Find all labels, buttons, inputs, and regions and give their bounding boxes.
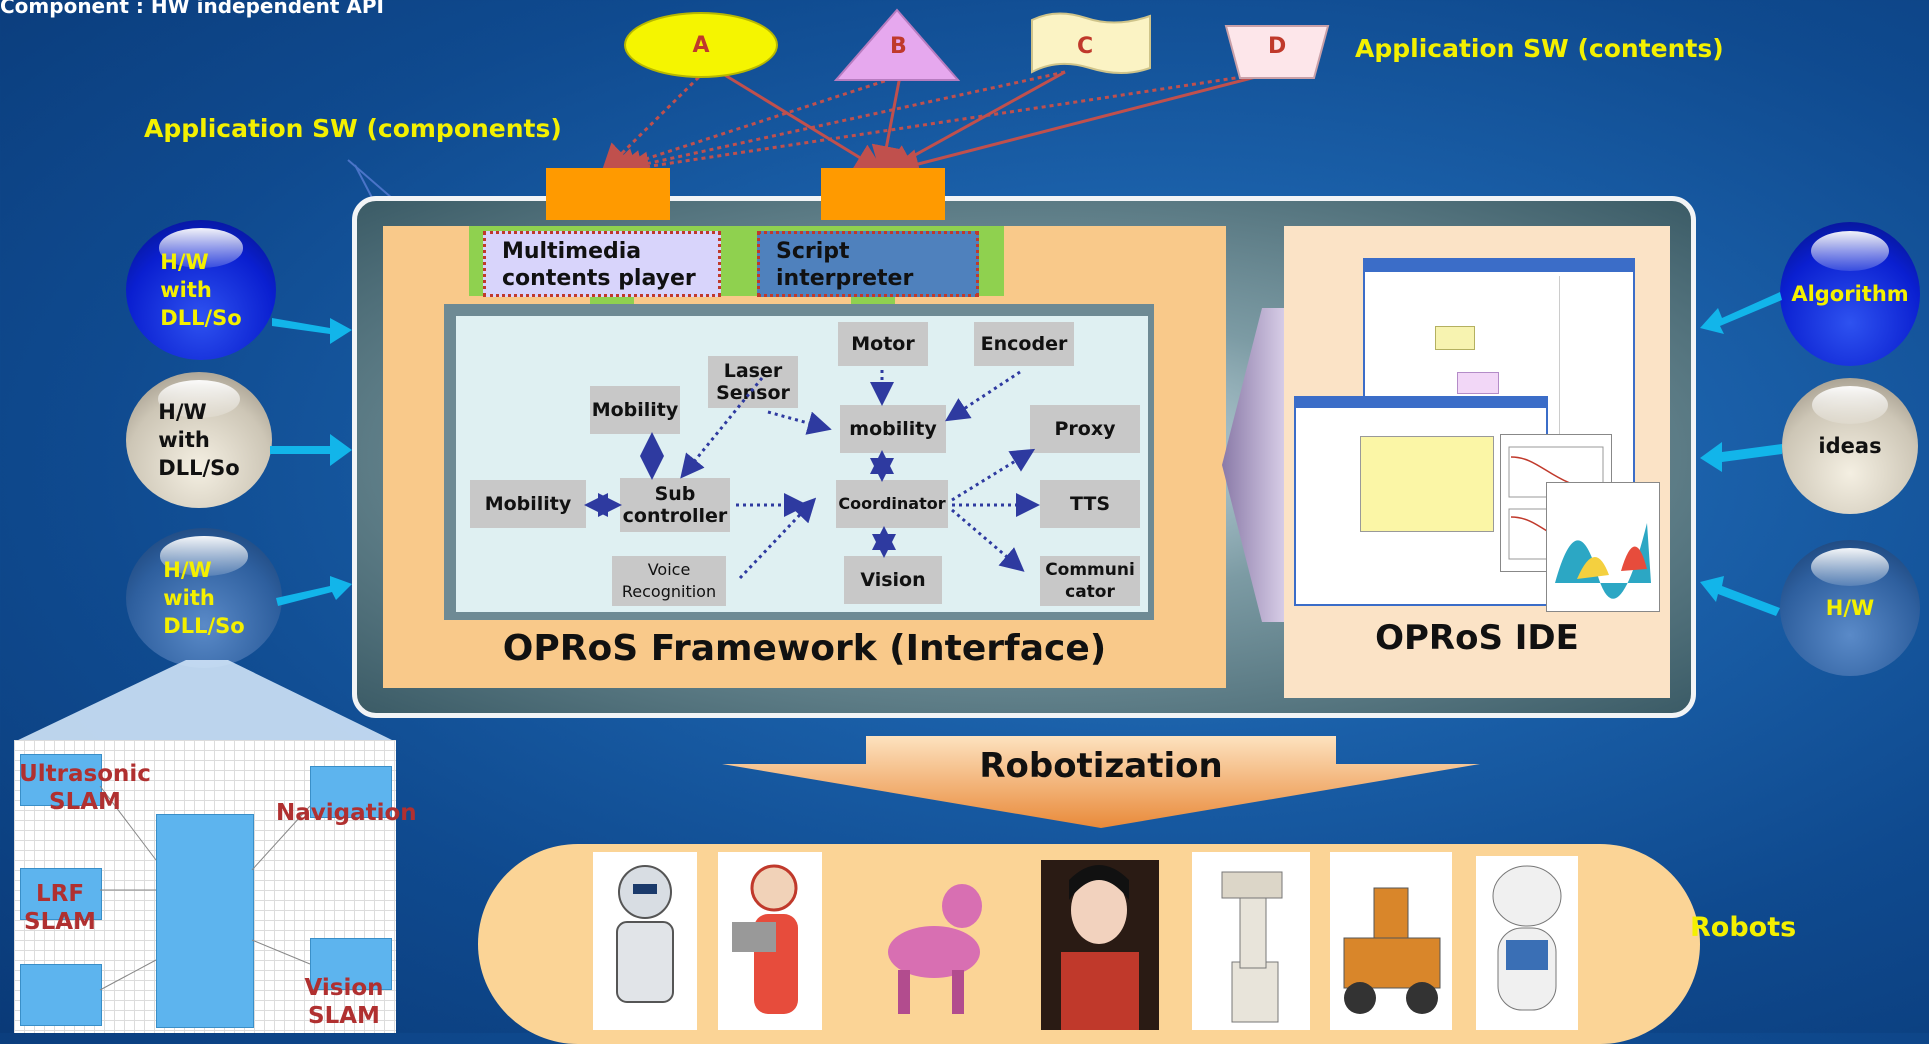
right-sphere-algorithm: Algorithm <box>1780 222 1920 366</box>
ide-to-framework-arrow <box>1222 308 1286 622</box>
content-d-letter: D <box>1268 34 1287 59</box>
content-a-letter: A <box>692 32 710 58</box>
right-sphere-1-label: Algorithm <box>1791 282 1909 306</box>
robot-image-1 <box>593 852 697 1030</box>
laser-sensor-component: Laser Sensor <box>708 356 798 408</box>
multimedia-player-box: Multimedia contents player <box>483 231 721 297</box>
robot-image-4 <box>1041 860 1159 1030</box>
ide-title: OPRoS IDE <box>1375 618 1579 658</box>
content-a-shape: A <box>624 12 778 78</box>
left-sphere-1-label: H/W with DLL/So <box>160 250 242 330</box>
mobility-top-component: Mobility <box>590 386 680 434</box>
left-sphere-3-label: H/W with DLL/So <box>163 558 245 638</box>
selection-correction-block <box>156 814 254 1028</box>
motor-label: Motor <box>851 333 915 355</box>
ide-screenshot-surface <box>1546 482 1660 612</box>
app-sw-contents-label: Application SW (contents) <box>1355 34 1724 63</box>
slam-links <box>99 785 311 991</box>
navigation-block <box>310 766 392 818</box>
motor-component: Motor <box>838 322 928 366</box>
ultrasonic-slam-label: Ultrasonic SLAM <box>19 761 151 815</box>
left-sphere-2-label: H/W with DLL/So <box>158 400 240 480</box>
robot-image-7 <box>1476 856 1578 1030</box>
slam-diagram-panel: Ultrasonic SLAM Navigation LRF SLAM Visi… <box>14 740 417 1033</box>
mobility-left-label: Mobility <box>484 493 572 515</box>
mobility-top-label: Mobility <box>591 399 679 421</box>
navigation-label: Navigation <box>276 800 417 826</box>
robotization-arrow <box>722 736 1480 828</box>
lrf-slam-block <box>20 868 102 920</box>
communicator-label: Communi cator <box>1045 560 1135 602</box>
robot-image-3 <box>870 852 998 1030</box>
proxy-component: Proxy <box>1030 405 1140 453</box>
tts-component: TTS <box>1040 480 1140 528</box>
tts-label: TTS <box>1069 493 1111 515</box>
coordinator-label: Coordinator <box>838 494 946 513</box>
left-sphere-hw-2: H/W with DLL/So <box>126 372 272 508</box>
script-interpreter-box: Script interpreter <box>757 231 979 297</box>
content-b-letter: B <box>890 34 907 59</box>
encoder-component: Encoder <box>974 322 1074 366</box>
content-b-shape <box>833 8 961 81</box>
right-sphere-ideas: ideas <box>1782 378 1918 514</box>
top-caption: Component : HW independent API <box>0 0 384 18</box>
mobility-left-component: Mobility <box>470 480 586 528</box>
robot-image-6 <box>1330 852 1452 1030</box>
player-connector-block <box>546 168 670 220</box>
robot-image-2 <box>718 852 822 1030</box>
laser-sensor-label: Laser Sensor <box>716 360 790 404</box>
sub-controller-label: Sub controller <box>622 483 728 527</box>
coordinator-component: Coordinator <box>836 480 948 528</box>
mobility-mid-label: mobility <box>849 418 937 440</box>
left-sphere-hw-1: H/W with DLL/So <box>126 220 276 360</box>
content-c-shape <box>1031 12 1151 74</box>
encoder-label: Encoder <box>980 333 1068 355</box>
vision-slam-block-left <box>20 964 102 1026</box>
sub-controller-component: Sub controller <box>620 478 730 532</box>
voice-recognition-component: Voice Recognition <box>612 556 726 606</box>
right-sphere-hw: H/W <box>1780 540 1920 676</box>
vision-slam-label: Vision SLAM <box>304 975 384 1029</box>
vision-component: Vision <box>844 556 942 604</box>
lrf-slam-label: LRF SLAM <box>24 881 96 935</box>
right-sphere-2-label: ideas <box>1818 434 1882 458</box>
app-sw-components-label: Application SW (components) <box>144 114 562 143</box>
voice-recognition-label: Voice Recognition <box>621 560 717 601</box>
robotization-label: Robotization <box>979 746 1223 786</box>
left-sphere-hw-3: H/W with DLL/So <box>126 528 282 668</box>
right-sphere-3-label: H/W <box>1825 596 1875 620</box>
ultrasonic-slam-block <box>20 754 102 806</box>
map-block <box>310 938 392 990</box>
communicator-component: Communi cator <box>1040 556 1140 606</box>
content-d-shape <box>1224 25 1330 79</box>
framework-title: OPRoS Framework (Interface) <box>502 628 1107 669</box>
robots-label: Robots <box>1690 912 1797 943</box>
mobility-mid-component: mobility <box>840 405 946 453</box>
robot-image-5 <box>1192 852 1310 1030</box>
script-connector-block <box>821 168 945 220</box>
vision-label: Vision <box>860 569 926 591</box>
proxy-label: Proxy <box>1054 418 1116 440</box>
content-c-letter: C <box>1077 34 1094 59</box>
